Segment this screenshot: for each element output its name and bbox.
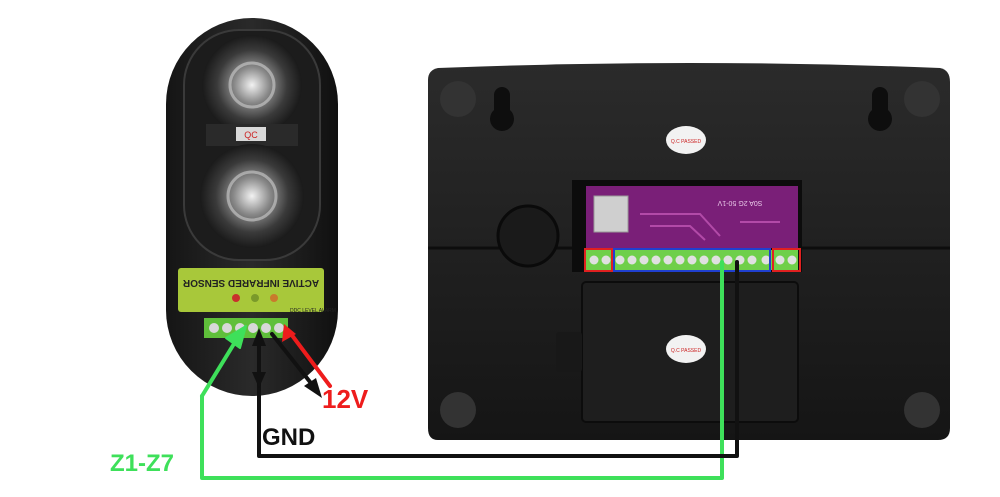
board-traces [640,213,780,241]
qc-sticker-top-text: Q.C PASSED [671,139,702,145]
ground-label: GND [262,424,316,451]
infrared-sensor: QC ACTIVE INFRARED SENSOR DDC LEVEL ALAR… [166,18,338,396]
sensor-sticker [236,127,266,141]
power-wire-red [286,328,332,388]
board-print-text: S0A 2G 50-1V [717,199,762,206]
power-terminal-highlight [584,248,613,272]
ground-wire [257,260,739,458]
ground-wire-arrowhead-lower [252,372,266,388]
zone-wire [200,260,724,480]
qc-sticker-bottom-text: Q.C PASSED [671,348,702,354]
power-wire-red-arrowhead [282,324,296,342]
sensor-led-3 [270,294,278,302]
sensor-label-band [178,268,324,312]
battery-cover-latch [556,332,582,372]
output-terminal-highlight [772,248,801,272]
panel-foot-top-right [904,81,940,117]
qc-sticker-bottom [666,335,706,363]
alarm-panel: Q.C PASSED S0A 2G 50-1V [428,63,950,440]
sim-card-slot [593,195,629,233]
sensor-sticker-text: QC [244,130,258,140]
panel-foot-top-left [440,81,476,117]
zone-label: Z1-Z7 [110,450,175,477]
panel-foot-bottom-left [440,392,476,428]
ground-wire-arrowhead [252,328,266,346]
power-label: 12V [322,384,369,414]
board-terminal-screws [589,255,797,265]
sensor-upper-lens [202,35,302,135]
wall-hanger-left [490,87,515,131]
sensor-label-text: ACTIVE INFRARED SENSOR [182,277,319,288]
panel-foot-bottom-right [904,392,940,428]
sensor-lower-lens [200,144,304,248]
sensor-terminal-screws [209,323,284,333]
power-wire-black-arrowhead [304,378,322,398]
sensor-led-2 [251,294,259,302]
qc-sticker-top [666,126,706,154]
zone-wire-arrowhead [225,325,247,349]
wires [200,260,739,480]
sensor-small-text: DDC LEVEL ALARM [290,308,336,314]
panel-round-boss [496,204,560,268]
wall-hanger-right [868,87,893,131]
zone-terminal-highlight [613,248,771,272]
sensor-led-1 [232,294,240,302]
